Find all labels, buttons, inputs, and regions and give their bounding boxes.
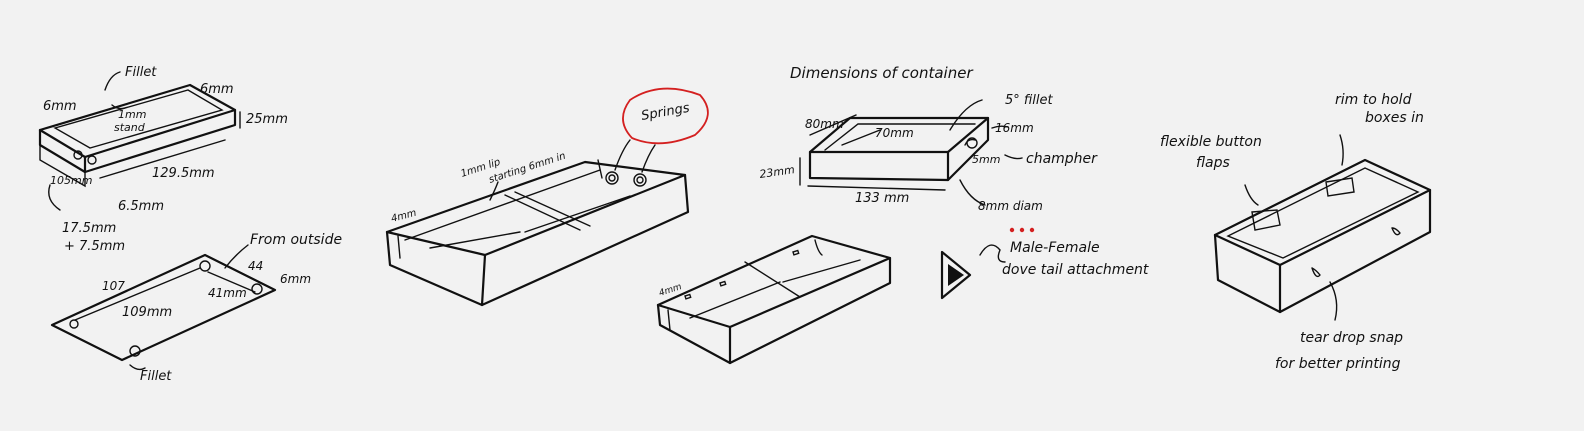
container-title: Dimensions of container	[790, 64, 973, 82]
box-sketch	[1213, 134, 1432, 321]
lid-note-line1: 17.5mm	[62, 221, 116, 236]
container-16mm-label: 16mm	[995, 121, 1034, 135]
box-printing-label: for better printing	[1275, 356, 1401, 372]
container-champher-label: champher	[1026, 151, 1098, 167]
lid-6mm-right-label: 6mm	[200, 82, 234, 97]
container-23mm-label: 23mm	[759, 163, 796, 181]
container-70mm-label: 70mm	[875, 126, 914, 140]
lid-stand-line1: 1mm	[118, 108, 146, 121]
male-female-label: Male-Female	[1010, 240, 1100, 256]
lid-side-label: 105mm	[50, 174, 92, 187]
lid-bottom-label: 6.5mm	[118, 199, 164, 214]
lid-fillet-label: Fillet	[125, 65, 157, 80]
lid-6mm-left-label: 6mm	[43, 99, 77, 114]
lid-sketch	[38, 71, 241, 211]
tray-sketch	[385, 87, 709, 307]
container-fillet-label: 5° fillet	[1005, 93, 1054, 108]
box-flaps-label: flaps	[1196, 155, 1230, 171]
box-rim-label: rim to hold	[1335, 92, 1412, 108]
dovetail-icon	[940, 227, 1035, 300]
base-6mm-label: 6mm	[280, 272, 311, 286]
base-sketch	[50, 244, 277, 371]
container-80mm-label: 80mm	[805, 117, 844, 131]
container-diam-label: 8mm diam	[978, 199, 1043, 213]
base-41mm-label: 41mm	[208, 286, 247, 300]
box-teardrop-label: tear drop snap	[1300, 330, 1403, 346]
base-from-outside-label: From outside	[250, 232, 342, 248]
base-fillet-label: Fillet	[140, 369, 172, 384]
lid-length-label: 129.5mm	[152, 166, 215, 181]
lid-stand-line2: stand	[114, 121, 146, 134]
container-133mm-label: 133 mm	[855, 191, 909, 206]
lid-note-line2: + 7.5mm	[64, 239, 125, 254]
lid-height-label: 25mm	[246, 112, 288, 127]
tray-starting-label: starting 6mm in	[488, 151, 568, 186]
dovetail-label: dove tail attachment	[1002, 262, 1149, 278]
container-5mm-label: 5mm	[972, 153, 1000, 166]
base-109mm-label: 109mm	[122, 305, 172, 320]
tray-springs-label: Springs	[640, 101, 691, 124]
base-44-label: 44	[248, 259, 263, 273]
base-107-label: 107	[102, 279, 125, 293]
box-boxes-label: boxes in	[1365, 110, 1424, 126]
lid-stand-label: 1mm stand	[114, 108, 150, 134]
tray2-sketch	[656, 234, 892, 365]
box-flexible-label: flexible button	[1160, 134, 1262, 150]
container-sketch	[799, 99, 1023, 206]
